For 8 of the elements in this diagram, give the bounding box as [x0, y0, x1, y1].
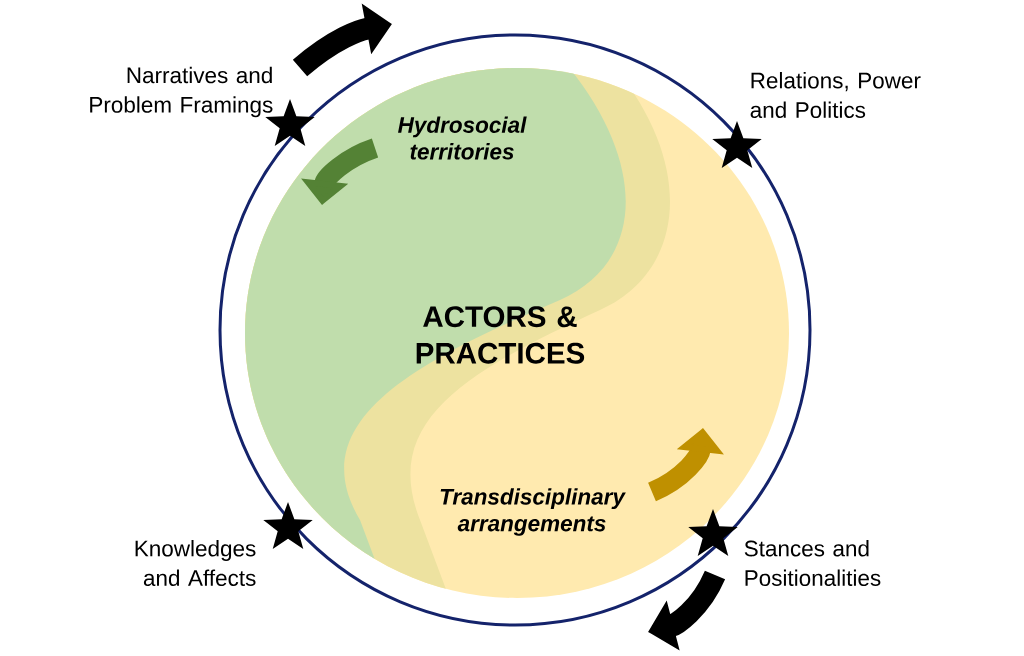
star-label: Narratives and Problem Framings: [90, 66, 273, 118]
star-label: Stances and Positionalities: [744, 539, 881, 586]
region-label: Hydrosocial territories: [398, 116, 527, 160]
region-label: Transdisciplinary arrangements: [440, 488, 626, 536]
center-title: ACTORS & PRACTICES: [416, 306, 585, 364]
star-label: Relations, Power and Politics: [750, 71, 921, 118]
star-symbol: [263, 502, 313, 549]
star-label: Knowledges and Affects: [135, 539, 256, 586]
